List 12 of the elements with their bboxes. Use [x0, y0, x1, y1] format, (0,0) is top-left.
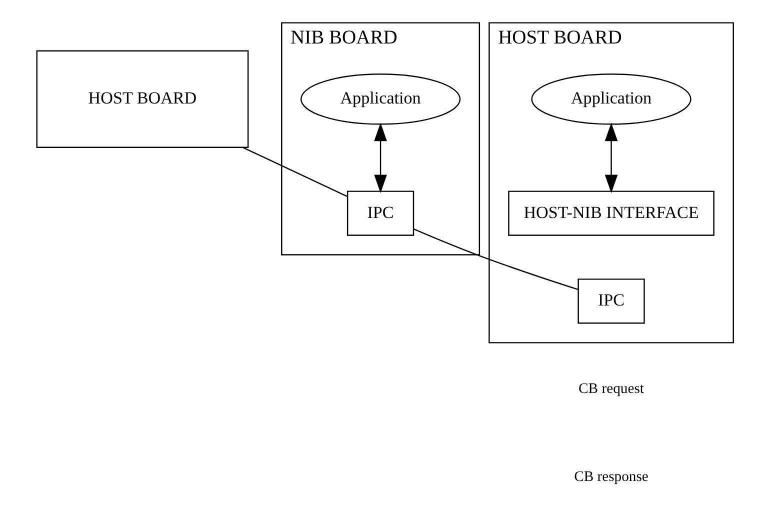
node-ellipse: Application: [531, 73, 692, 125]
connector: [242, 146, 348, 197]
node-box: HOST BOARD: [36, 50, 249, 148]
node-box: HOST-NIB INTERFACE: [508, 190, 714, 236]
connector: [414, 228, 578, 290]
arrow: [604, 122, 618, 194]
arrow: [374, 122, 387, 194]
node-ellipse: Application: [300, 73, 461, 125]
node-box: IPC: [578, 278, 645, 324]
node-box: IPC: [346, 190, 414, 236]
label: CB response: [574, 468, 648, 485]
label: CB request: [578, 380, 644, 397]
